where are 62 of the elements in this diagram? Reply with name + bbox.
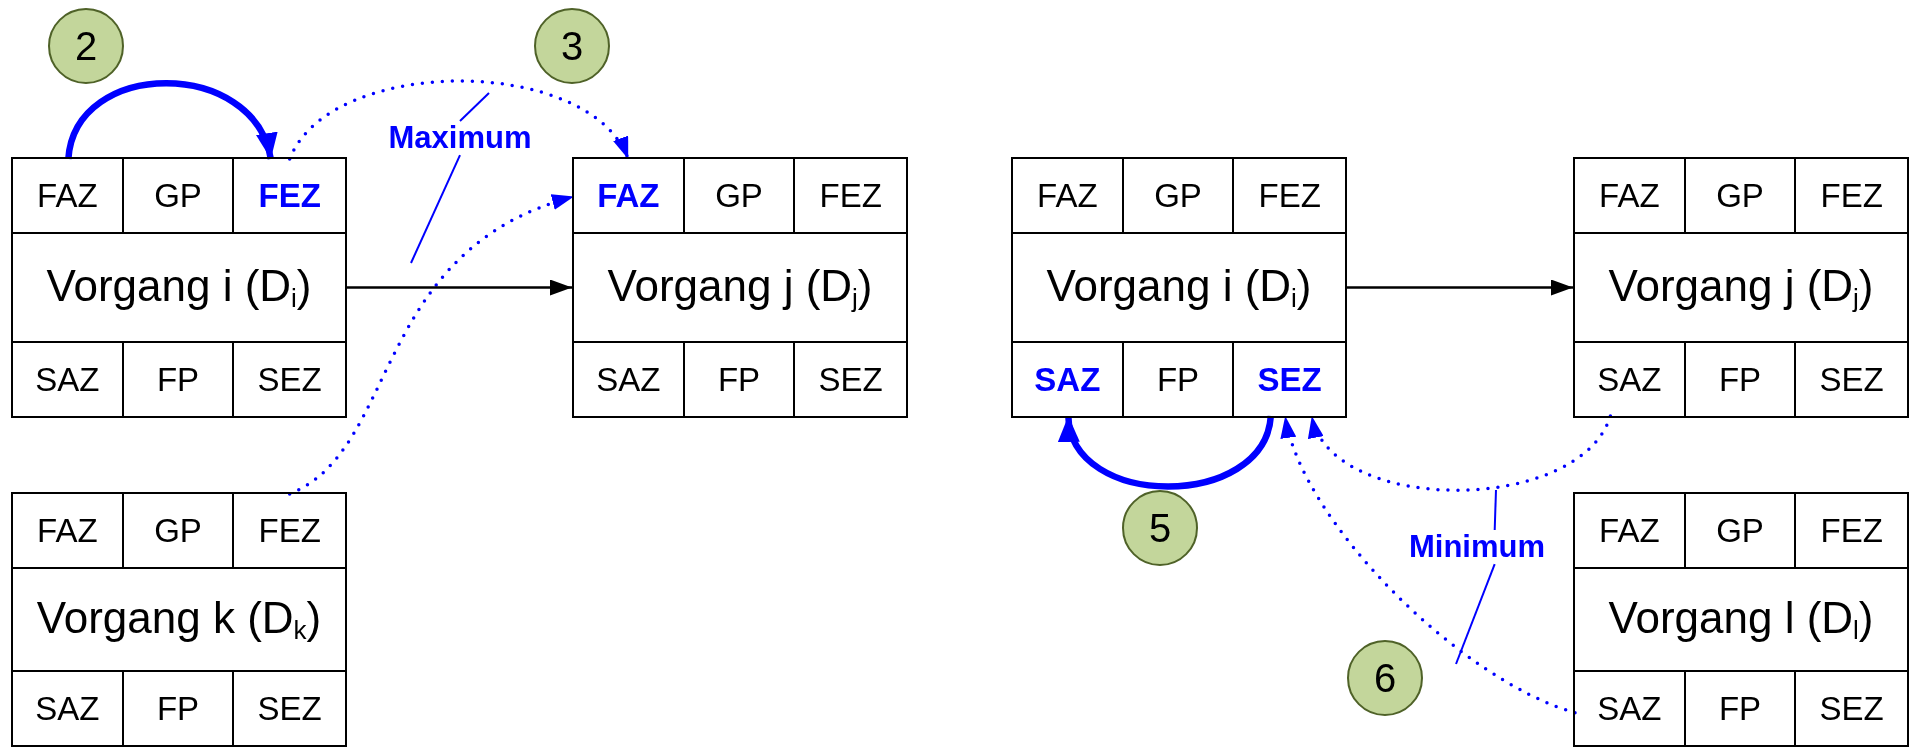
- arrow: [1347, 279, 1573, 296]
- field-label-cell: FAZ: [13, 494, 124, 569]
- leader-line: [1493, 489, 1497, 531]
- activity-name: Vorgang j (D$_{j}$): [1608, 261, 1874, 314]
- activity-name: Vorgang k (D$_{k}$): [36, 593, 322, 646]
- field-label-cell: SEZ: [795, 341, 906, 416]
- field-label-cell: FP: [123, 670, 235, 745]
- field-label-cell: FP: [1123, 341, 1235, 416]
- field-label-cell: SEZ: [1796, 670, 1907, 745]
- field-label-cell: SAZ: [1013, 341, 1124, 416]
- dotted-arrow: [1310, 414, 1613, 492]
- field-label-cell: FP: [1685, 670, 1797, 745]
- field-label-cell: SEZ: [1234, 341, 1345, 416]
- field-label-cell: FEZ: [1796, 159, 1907, 234]
- activity-box: [1573, 157, 1909, 418]
- dotted-arrow: [287, 79, 630, 161]
- field-label-cell: FAZ: [13, 159, 124, 234]
- field-label-cell: GP: [1123, 159, 1235, 234]
- activity-name: Vorgang j (D$_{j}$): [607, 261, 873, 314]
- leader-line: [459, 92, 490, 122]
- field-label-cell: FAZ: [1575, 159, 1686, 234]
- field-label-cell: SAZ: [1575, 341, 1686, 416]
- leader-line: [1455, 563, 1496, 665]
- field-label-cell: SAZ: [13, 670, 124, 745]
- activity-name: Vorgang i (D$_{i}$): [46, 261, 312, 314]
- field-label-cell: SAZ: [13, 341, 124, 416]
- field-label-cell: GP: [123, 494, 235, 569]
- step-number-circle: 6: [1347, 640, 1423, 716]
- activity-box: [1573, 492, 1909, 747]
- step-number-circle: 3: [534, 8, 610, 84]
- leader-line: [410, 154, 461, 264]
- field-label-cell: FEZ: [1234, 159, 1345, 234]
- field-label-cell: SAZ: [574, 341, 685, 416]
- field-label-cell: FAZ: [1575, 494, 1686, 569]
- field-label-cell: FAZ: [574, 159, 685, 234]
- field-label-cell: GP: [1685, 494, 1797, 569]
- activity-box: [11, 492, 347, 747]
- field-label-cell: FEZ: [1796, 494, 1907, 569]
- field-label-cell: SAZ: [1575, 670, 1686, 745]
- field-label-cell: FEZ: [234, 494, 345, 569]
- field-label-cell: FP: [123, 341, 235, 416]
- field-label-cell: FP: [1685, 341, 1797, 416]
- field-label-cell: FEZ: [795, 159, 906, 234]
- annotation-label: Maximum: [388, 120, 532, 156]
- activity-box: [11, 157, 347, 418]
- field-label-cell: SEZ: [234, 670, 345, 745]
- arrow: [347, 279, 572, 296]
- field-label-cell: GP: [1685, 159, 1797, 234]
- activity-name: Vorgang i (D$_{i}$): [1046, 261, 1312, 314]
- field-label-cell: SEZ: [234, 341, 345, 416]
- step-number-circle: 5: [1122, 490, 1198, 566]
- field-label-cell: GP: [123, 159, 235, 234]
- activity-name: Vorgang l (D$_{l}$): [1608, 593, 1874, 646]
- field-label-cell: FAZ: [1013, 159, 1124, 234]
- field-label-cell: FEZ: [234, 159, 345, 234]
- step-number-circle: 2: [48, 8, 124, 84]
- field-label-cell: SEZ: [1796, 341, 1907, 416]
- field-label-cell: FP: [684, 341, 796, 416]
- field-label-cell: GP: [684, 159, 796, 234]
- annotation-label: Minimum: [1408, 529, 1546, 565]
- activity-box: [1011, 157, 1347, 418]
- activity-box: [572, 157, 908, 418]
